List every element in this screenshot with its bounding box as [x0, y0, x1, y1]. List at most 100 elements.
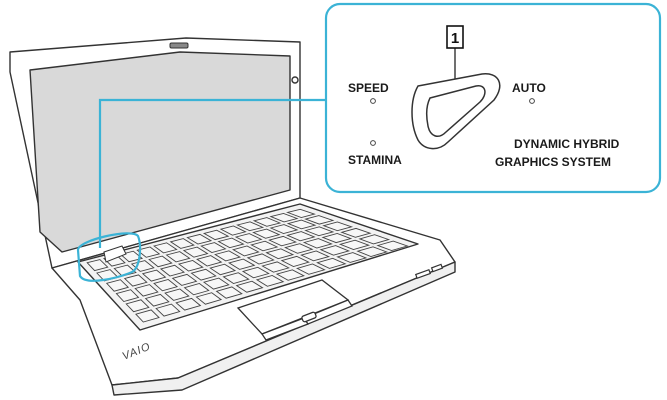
keyboard-key	[165, 251, 191, 263]
keyboard-key	[255, 275, 285, 287]
keyboard-key	[232, 245, 260, 257]
keyboard-key	[135, 309, 160, 323]
keyboard-key	[171, 273, 198, 286]
speed-indicator-icon	[370, 98, 376, 104]
keyboard-key	[144, 293, 170, 307]
keyboard-key	[182, 246, 209, 258]
keyboard-key	[376, 240, 409, 251]
laptop-screen	[29, 51, 291, 253]
keyboard-key	[159, 264, 186, 277]
port-icon	[430, 263, 444, 273]
keyboard-key	[300, 250, 331, 262]
keyboard-key	[269, 213, 299, 223]
keyboard-key	[217, 237, 245, 249]
keyboard-key	[316, 257, 347, 269]
system-label-line2: GRAPHICS SYSTEM	[495, 155, 611, 169]
callout-number: 1	[451, 30, 459, 47]
side-ports	[414, 263, 444, 280]
keyboard-key	[246, 253, 275, 265]
highlight-leader	[76, 98, 326, 282]
keyboard-key	[285, 208, 316, 218]
keyboard-key	[153, 279, 179, 292]
keyboard-key	[195, 292, 223, 305]
keyboard-key	[236, 221, 265, 232]
keyboard-key	[175, 297, 202, 311]
keyboard-key	[336, 252, 368, 263]
keyboard-key	[319, 245, 351, 256]
fingerprint-sensor	[301, 311, 317, 323]
system-label-line1: DYNAMIC HYBRID	[514, 137, 620, 151]
keyboard-key	[252, 228, 281, 239]
keyboard-key	[214, 250, 242, 262]
keyboard-key	[261, 261, 290, 273]
keyboard-key	[252, 217, 282, 227]
webcam-icon	[169, 42, 189, 49]
keyboard-key	[286, 219, 317, 230]
keyboard-key	[123, 274, 148, 287]
keyboard-key	[190, 268, 217, 281]
keyboard-key	[268, 235, 298, 247]
keyboard-key	[340, 227, 372, 238]
keyboard-key	[356, 246, 389, 257]
keyboard-key	[155, 303, 181, 317]
stamina-indicator-icon	[370, 140, 376, 146]
laptop-base-edge	[111, 261, 456, 396]
keyboard-key	[183, 283, 210, 296]
keyboard-key	[115, 289, 140, 303]
speed-label: SPEED	[348, 81, 389, 95]
keyboard-key	[321, 233, 353, 244]
keyboard-key	[358, 234, 391, 245]
keyboard-key	[304, 215, 335, 225]
keyboard-key	[105, 279, 130, 292]
keyboard-key	[338, 239, 371, 250]
keyboard-key	[250, 240, 279, 252]
keyboard-key	[241, 266, 270, 279]
stamina-label: STAMINA	[348, 153, 402, 167]
keyboard-key	[164, 288, 190, 301]
keyboard-key	[222, 272, 250, 284]
selector-switch	[411, 73, 501, 150]
keyboard-key	[269, 224, 299, 234]
keyboard-key	[284, 243, 314, 254]
auto-indicator-icon	[529, 98, 535, 104]
keyboard-key	[265, 248, 295, 260]
side-indicator-icon	[291, 76, 299, 84]
keyboard-key	[196, 255, 223, 267]
touchpad-group	[236, 279, 353, 341]
keyboard-key	[227, 258, 256, 270]
keyboard-key	[200, 242, 227, 253]
keyboard-key	[141, 269, 167, 282]
keyboard-keys	[86, 208, 409, 323]
keyboard-key	[280, 255, 310, 267]
keyboard-key	[219, 225, 247, 236]
mini-switch-icon	[103, 245, 127, 263]
switch-highlight-outline	[76, 232, 142, 282]
keyboard-key	[234, 233, 263, 244]
keyboard-key	[177, 260, 204, 272]
switch-on-laptop	[103, 245, 127, 263]
leader-line	[98, 98, 326, 248]
keyboard-key	[186, 233, 213, 245]
keyboard-key	[134, 284, 159, 297]
keyboard-key	[304, 226, 335, 237]
keyboard-key	[202, 229, 230, 241]
keyboard-key	[125, 299, 150, 313]
keyboard-key	[209, 263, 237, 276]
port-icon	[414, 268, 432, 280]
keyboard-key	[86, 259, 109, 272]
selector-switch-icon	[425, 85, 486, 137]
keyboard-key	[235, 280, 264, 293]
keyboard-key	[302, 238, 333, 249]
keyboard-key	[152, 242, 178, 254]
keyboard-key	[202, 277, 230, 290]
keyboard-key	[275, 269, 306, 281]
keyboard-key	[286, 231, 316, 242]
keyboard-key	[148, 255, 173, 268]
keyboard-key	[322, 221, 354, 232]
keyboard-key	[215, 286, 243, 299]
keyboard-key	[136, 246, 161, 258]
keyboard-key	[295, 263, 326, 275]
keyboard-key	[169, 238, 195, 249]
auto-label: AUTO	[512, 81, 546, 95]
